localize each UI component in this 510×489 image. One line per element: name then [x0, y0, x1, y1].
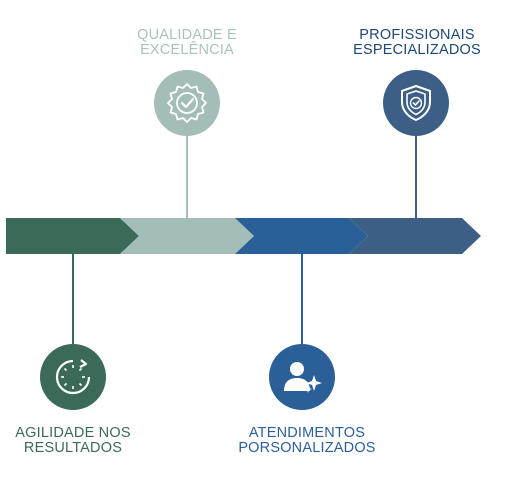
step-3-label: ATENDIMENTOS PORSONALIZADOS	[222, 426, 392, 456]
step-3-line2: PORSONALIZADOS	[238, 440, 376, 456]
arrow-segment-1	[6, 218, 139, 254]
step-3-circle	[269, 344, 335, 410]
step-1-circle	[40, 344, 106, 410]
step-2-line2: EXCELÊNCIA	[140, 42, 234, 58]
badge-check-icon	[167, 83, 207, 123]
step-4-label: PROFISSIONAIS ESPECIALIZADOS	[336, 28, 498, 58]
step-2-label: QUALIDADE E EXCELÊNCIA	[114, 28, 260, 58]
step-2-line1: QUALIDADE E	[137, 27, 237, 43]
step-2-circle	[154, 70, 220, 136]
step-1-line2: RESULTADOS	[23, 440, 123, 456]
step-3-line1: ATENDIMENTOS	[248, 425, 366, 441]
user-sparkle-icon	[284, 362, 322, 393]
step-4-circle	[383, 70, 449, 136]
step-1-line1: AGILIDADE NOS	[15, 425, 131, 441]
connector-1	[72, 254, 74, 344]
step-1-label: AGILIDADE NOS RESULTADOS	[0, 426, 146, 456]
connector-2	[186, 134, 188, 218]
connector-4	[415, 134, 417, 218]
arrow-segment-3	[235, 218, 368, 254]
shield-check-icon	[401, 85, 431, 121]
arrow-segment-4	[349, 218, 481, 254]
step-4-line2: ESPECIALIZADOS	[353, 42, 481, 58]
step-4-line1: PROFISSIONAIS	[359, 27, 475, 43]
connector-3	[301, 254, 303, 344]
arrow-segment-2	[120, 218, 254, 254]
clock-icon	[55, 359, 91, 395]
